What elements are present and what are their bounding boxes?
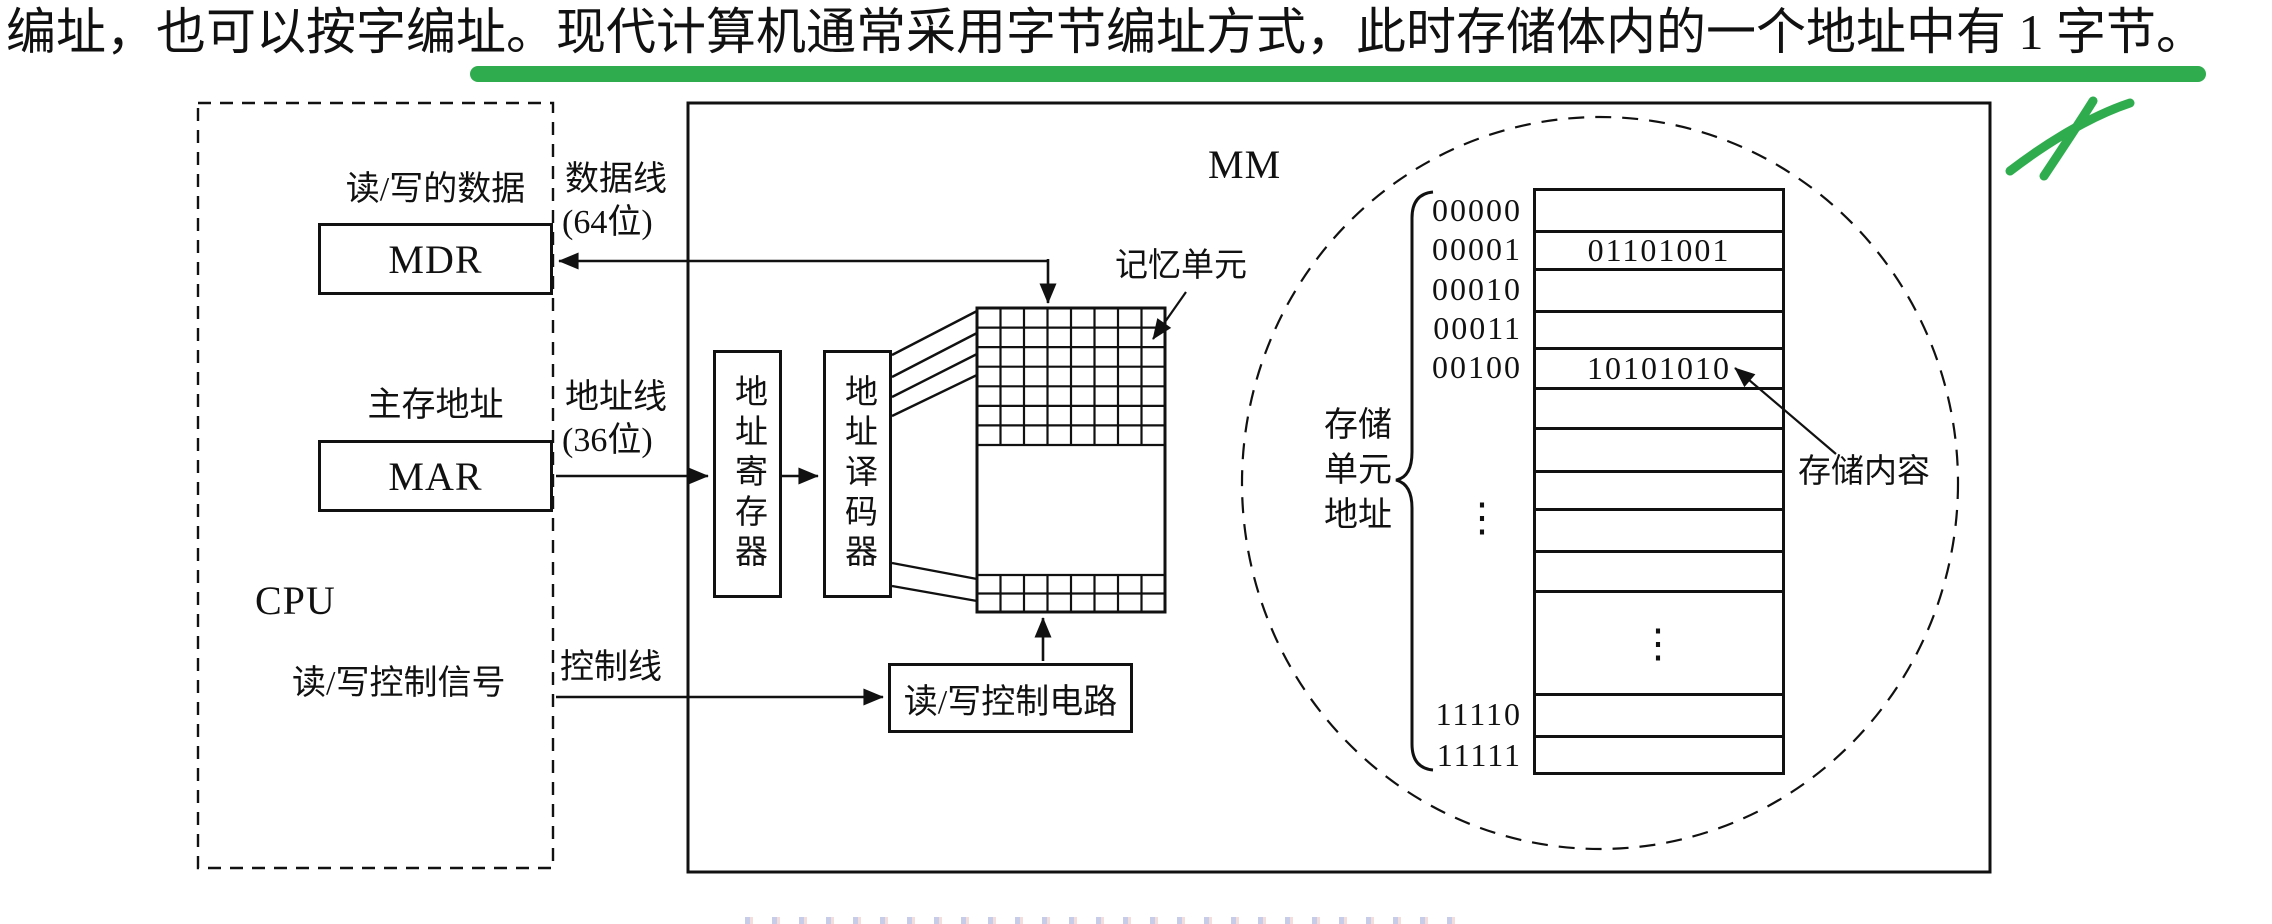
memory-grid-dots: ⋮ <box>1050 485 1090 530</box>
address-label: 11111 <box>1436 737 1522 773</box>
mar-caption: 主存地址 <box>367 387 504 424</box>
cropped-caption-fragment <box>745 917 1460 924</box>
mdr-box: MDR <box>318 223 553 295</box>
memory-row: 10101010 <box>1536 347 1782 387</box>
memory-row <box>1536 735 1782 772</box>
cpu-label: CPU <box>255 578 336 623</box>
address-label: 00011 <box>1433 310 1522 346</box>
address-label: 00100 <box>1432 349 1522 385</box>
control-bus-label: 控制线 <box>560 649 662 686</box>
memory-row <box>1536 387 1782 427</box>
storage-content-label: 存储内容 <box>1798 454 1930 490</box>
memory-row <box>1536 310 1782 347</box>
data-bus-label: 数据线 <box>565 161 667 198</box>
memory-row <box>1536 427 1782 470</box>
address-register-label: 地址寄存器 <box>729 374 766 574</box>
rw-control-circuit-box: 读/写控制电路 <box>888 663 1133 733</box>
storage-unit-address-label: 存储 单元 地址 <box>1324 407 1392 534</box>
memory-row: 01101001 <box>1536 230 1782 268</box>
memory-row <box>1536 470 1782 508</box>
data-bus-width: (64位) <box>562 204 653 241</box>
address-label: 00001 <box>1432 231 1522 267</box>
memory-cell-pointer <box>1152 291 1187 340</box>
mm-label: MM <box>1208 142 1282 187</box>
decoder-line <box>891 331 978 379</box>
decoder-line <box>891 584 978 603</box>
address-bus-label: 地址线 <box>565 379 667 416</box>
memory-detail-table: 01101001 10101010 ⋮ <box>1533 188 1785 775</box>
green-x-annotation <box>2005 96 2135 181</box>
address-decoder-box: 地址译码器 <box>823 350 892 598</box>
decoder-line <box>891 561 978 581</box>
address-label: 11110 <box>1435 696 1522 732</box>
memory-row <box>1536 550 1782 590</box>
memory-row <box>1536 508 1782 550</box>
address-column-dots: ⋮ <box>1462 495 1502 540</box>
decoder-line <box>891 373 978 418</box>
address-register-box: 地址寄存器 <box>713 350 782 598</box>
rw-control-circuit-label: 读/写控制电路 <box>903 683 1118 721</box>
memory-cell-grid <box>975 306 1167 614</box>
memory-row-ellipsis: ⋮ <box>1536 590 1782 693</box>
paragraph-text: 编址，也可以按字编址。现代计算机通常采用字节编址方式，此时存储体内的一个地址中有… <box>6 4 2206 60</box>
green-underline-annotation <box>470 66 2206 82</box>
mdr-caption: 读/写的数据 <box>345 171 526 208</box>
mdr-label: MDR <box>388 236 483 282</box>
address-label: 00010 <box>1432 271 1522 307</box>
mar-box: MAR <box>318 440 553 512</box>
rw-signal-label: 读/写控制信号 <box>292 665 506 702</box>
address-label: 00000 <box>1432 192 1522 228</box>
mar-label: MAR <box>388 453 483 499</box>
decoder-line <box>891 352 978 399</box>
address-decoder-label: 地址译码器 <box>839 374 876 574</box>
decoder-line <box>891 309 978 357</box>
memory-row <box>1536 268 1782 310</box>
memory-row <box>1536 191 1782 230</box>
memory-cell-label: 记忆单元 <box>1115 248 1247 284</box>
memory-row <box>1536 693 1782 735</box>
address-bus-width: (36位) <box>562 422 653 459</box>
